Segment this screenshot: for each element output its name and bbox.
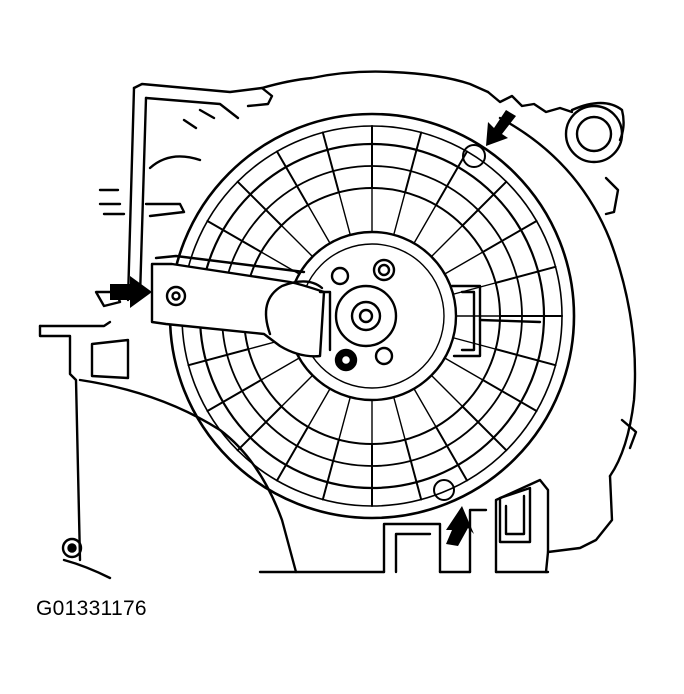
fan-inner-rib: [280, 374, 314, 408]
left-mounting-screw-arrow: [110, 276, 152, 308]
fan-rib: [481, 379, 538, 412]
fan-rib: [404, 131, 423, 194]
fan-rib: [461, 180, 508, 227]
fan-rib: [435, 150, 468, 207]
fan-inner-rib: [393, 396, 406, 441]
fan-inner-rib: [307, 204, 331, 244]
fan-rib: [321, 438, 340, 501]
fan-inner-rib: [260, 357, 300, 381]
fan-rib: [494, 348, 557, 367]
fan-rib: [236, 180, 283, 227]
fan-rib: [187, 348, 250, 367]
fan-rib: [321, 131, 340, 194]
fan-rib: [435, 425, 468, 482]
motor-hub: [330, 258, 482, 372]
fan-inner-rib: [413, 388, 437, 428]
fan-rib: [461, 405, 508, 452]
callout-arrows: [110, 110, 516, 546]
fan-inner-rib: [430, 224, 464, 258]
fan-rib: [236, 405, 283, 452]
fan-inner-rib: [430, 374, 464, 408]
retaining-bracket: [150, 254, 542, 358]
figure-code: G01331176: [36, 597, 147, 620]
fan-inner-rib: [413, 204, 437, 244]
fan-inner-rib: [444, 357, 484, 381]
bottom-mounting-screw-arrow: [446, 506, 474, 546]
fan-rib: [206, 379, 263, 412]
fan-rib: [481, 220, 538, 253]
fan-rib: [276, 425, 309, 482]
fan-inner-rib: [393, 191, 406, 236]
fan-inner-rib: [452, 282, 497, 295]
fan-rib: [494, 265, 557, 284]
fan-inner-rib: [444, 251, 484, 275]
fan-inner-rib: [338, 396, 351, 441]
fan-rib: [276, 150, 309, 207]
fan-inner-rib: [280, 224, 314, 258]
fan-inner-rib: [307, 388, 331, 428]
top-right-mounting-screw-arrow: [486, 110, 516, 146]
fan-rib: [206, 220, 263, 253]
fan-rib: [404, 438, 423, 501]
fan-inner-rib: [338, 191, 351, 236]
